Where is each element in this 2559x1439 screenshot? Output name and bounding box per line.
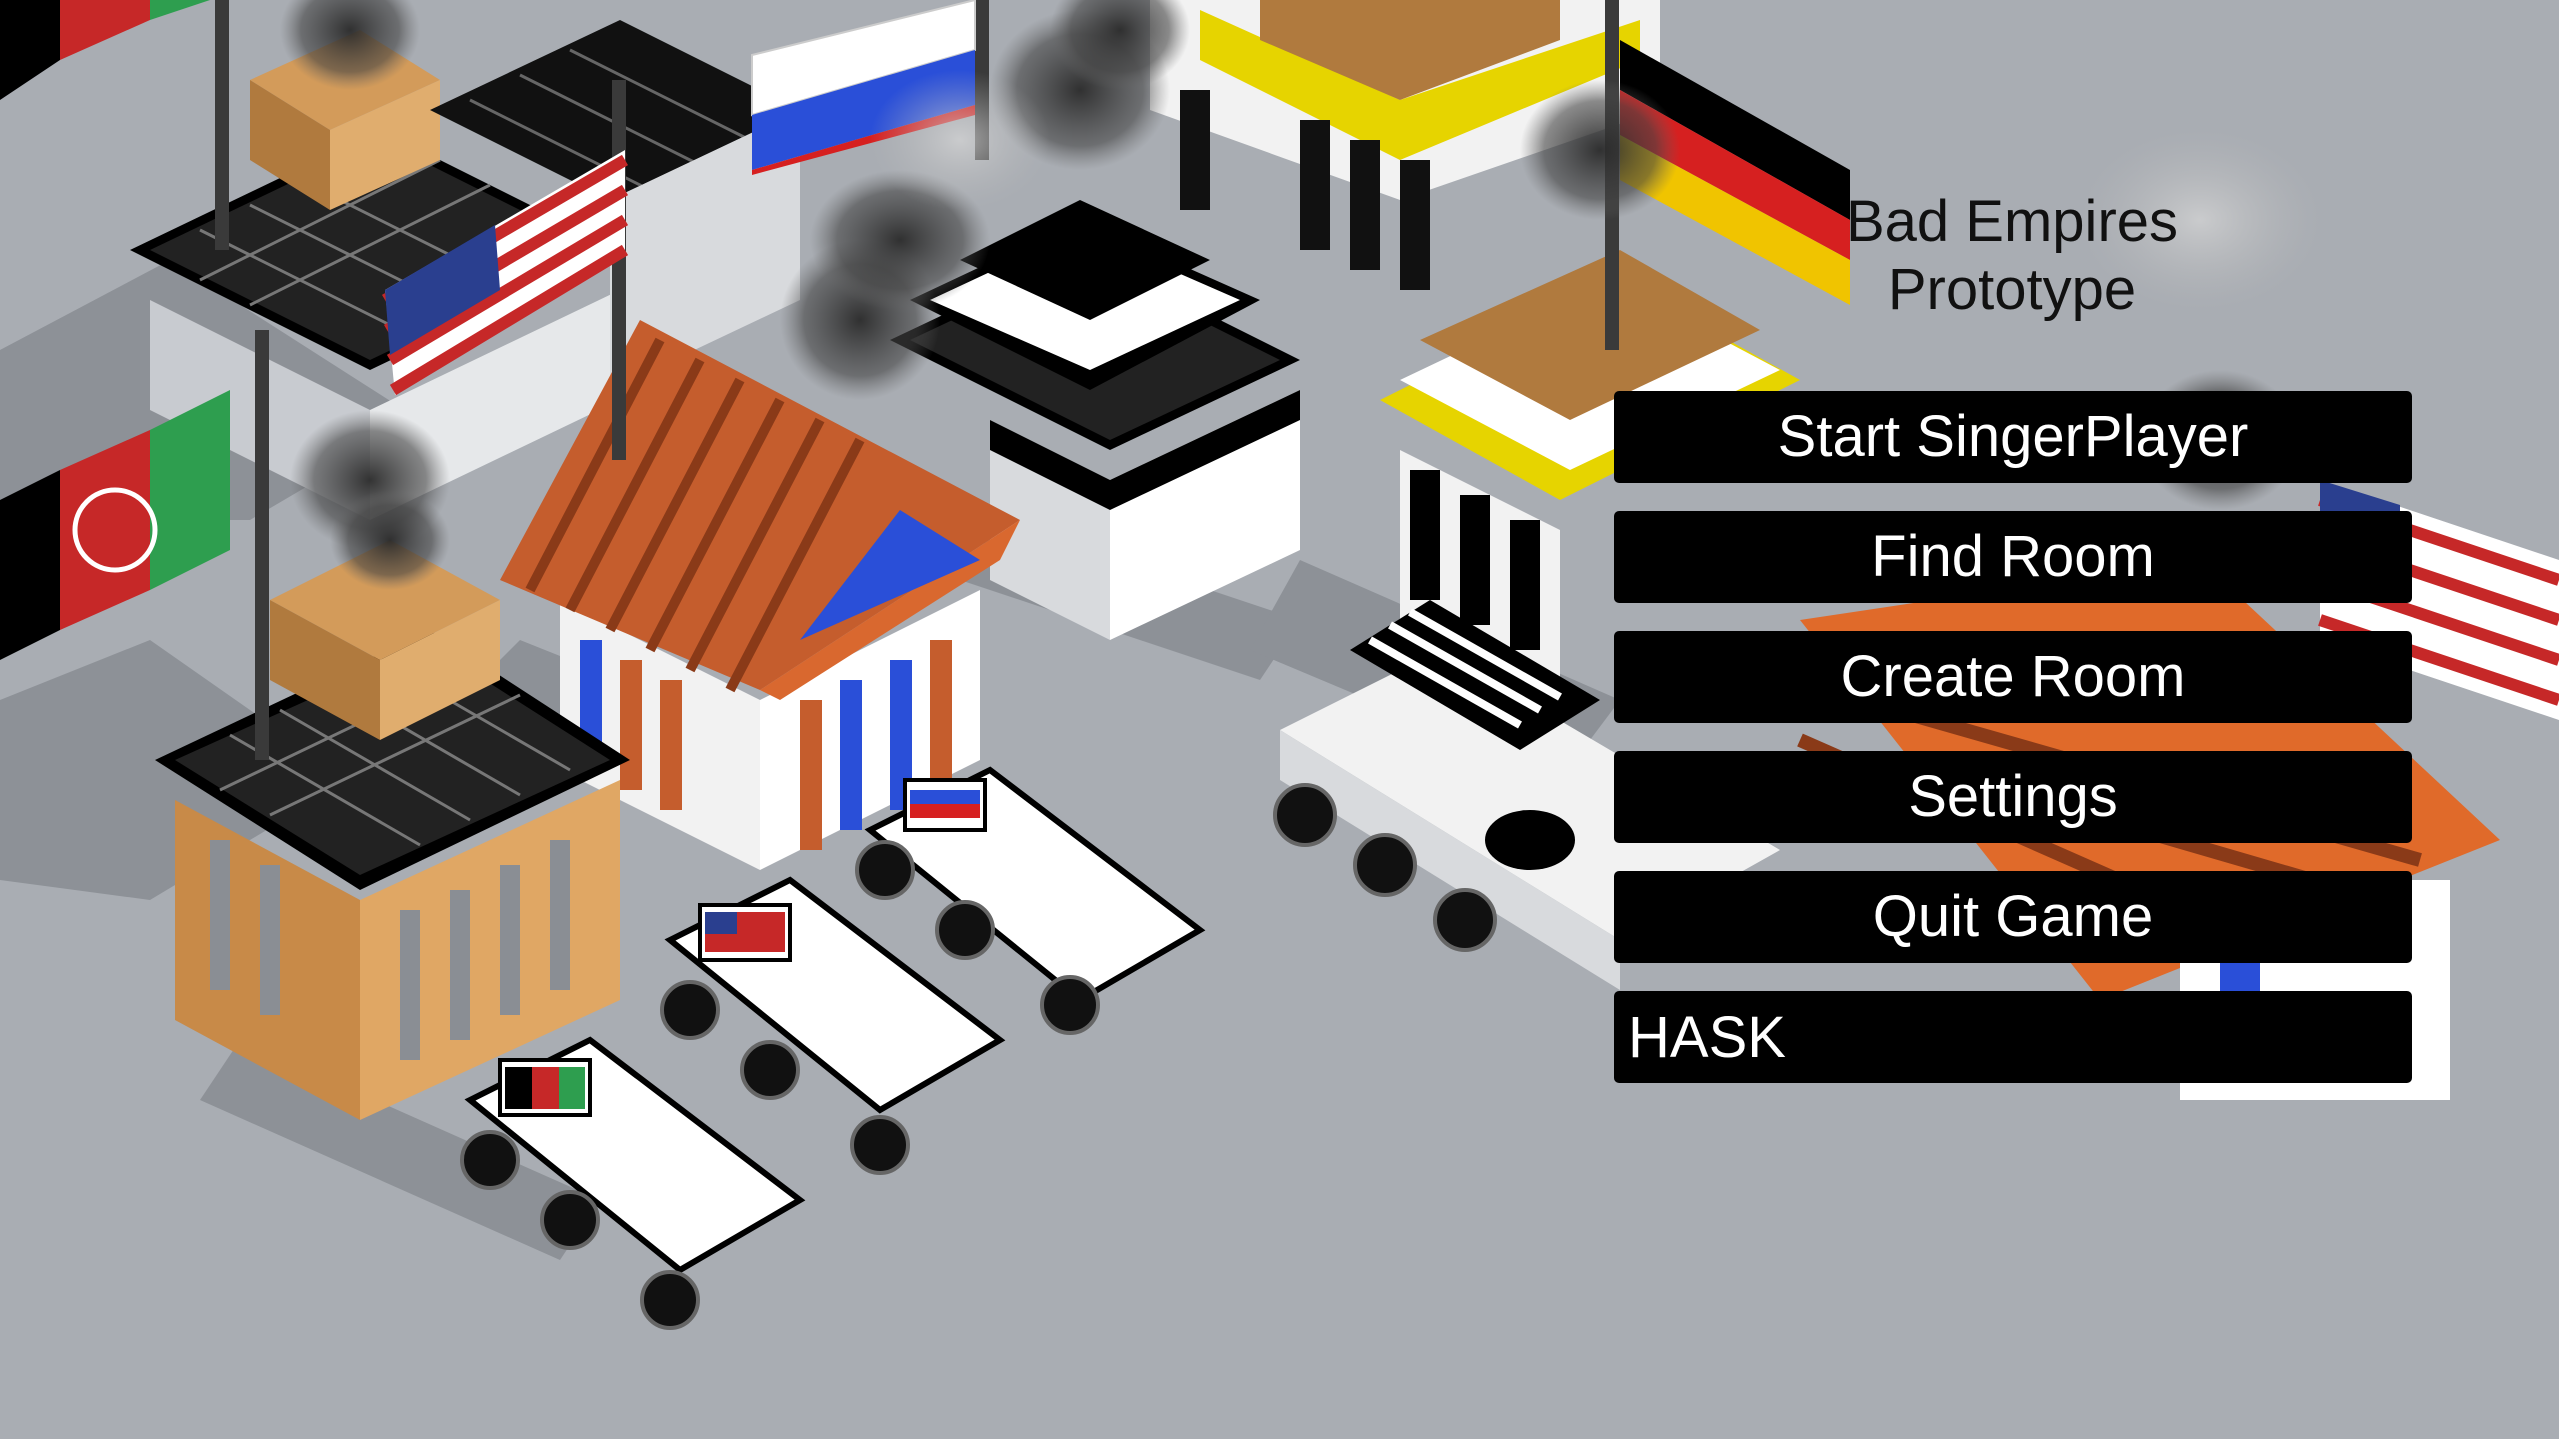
afghanistan-flag-lower [0,390,230,660]
find-room-button[interactable]: Find Room [1614,511,2412,603]
government-building-left [500,320,1020,870]
player-name-input[interactable] [1614,991,2412,1083]
quit-game-button[interactable]: Quit Game [1614,871,2412,963]
military-truck-russia [855,766,1206,1035]
factory-building-front [155,540,630,1120]
afghanistan-flag [0,0,210,100]
game-title-line2: Prototype [1887,257,2137,322]
settings-button[interactable]: Settings [1614,751,2412,843]
military-truck-usa [660,876,1006,1175]
military-truck-launcher [1273,600,1780,990]
germany-flag [1620,40,1850,305]
power-plant-center [890,200,1300,640]
usa-flag [381,150,629,396]
game-title: Bad Empires Prototype [1812,188,2212,324]
military-truck-afghanistan [460,1036,806,1330]
create-room-button[interactable]: Create Room [1614,631,2412,723]
start-singleplayer-button[interactable]: Start SingerPlayer [1614,391,2412,483]
game-title-line1: Bad Empires [1845,189,2179,254]
